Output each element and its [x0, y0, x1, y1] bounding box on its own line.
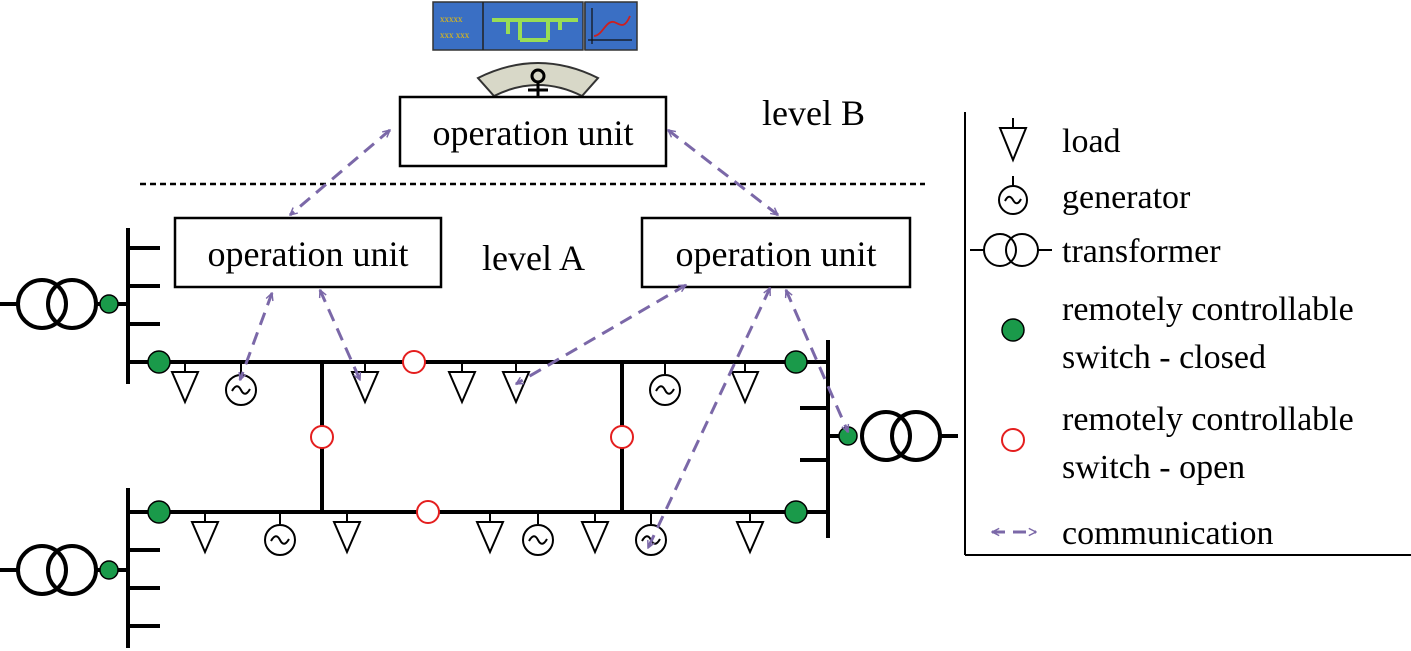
legend-switch-open-icon — [1001, 428, 1025, 452]
generator-icon — [264, 512, 296, 556]
legend-load-icon — [998, 118, 1028, 163]
load-icon — [735, 512, 765, 555]
operation-unit-level-a-left — [173, 216, 443, 289]
legend-generator-label: generator — [1062, 179, 1191, 216]
hmi-text-line2: xxx xxx — [440, 30, 470, 40]
load-icon — [501, 362, 531, 405]
network-lines — [105, 228, 848, 648]
generator-icon — [649, 362, 681, 406]
comm-link — [668, 128, 778, 217]
transformer-icon — [0, 278, 105, 330]
comm-link — [784, 290, 850, 432]
operation-unit-level-a-left-label: operation unit — [208, 234, 409, 274]
legend-transformer-label: transformer — [1062, 233, 1221, 270]
legend-switch-closed-icon — [1001, 318, 1025, 342]
operation-unit-level-b-label: operation unit — [433, 113, 634, 153]
operation-unit-level-a-right-label: operation unit — [676, 234, 877, 274]
legend-switch-closed-line2: switch - closed — [1062, 339, 1266, 376]
switch-open — [310, 425, 334, 449]
legend-switch-open-line2: switch - open — [1062, 449, 1245, 486]
operation-unit-level-b — [398, 95, 668, 168]
load-icon — [170, 362, 200, 405]
legend-transformer-icon — [970, 233, 1052, 267]
comm-link — [516, 283, 686, 386]
level-b-label: level B — [762, 93, 865, 133]
comm-link — [318, 290, 362, 380]
switch-closed — [147, 350, 171, 374]
switch-open — [402, 350, 426, 374]
switch-open — [416, 500, 440, 524]
legend-switch-open-line1: remotely controllable — [1062, 401, 1354, 438]
transformer-icon — [860, 410, 958, 462]
switch-closed — [147, 500, 171, 524]
hmi-monitor: xxxxx xxx xxx — [432, 1, 638, 51]
switch-closed — [99, 560, 119, 580]
switch-closed — [784, 350, 808, 374]
hmi-network-trace — [492, 18, 578, 42]
legend-generator-icon — [998, 176, 1028, 215]
level-a-label: level A — [482, 238, 585, 278]
comm-link — [646, 288, 772, 548]
legend-communication-label: communication — [1062, 515, 1274, 552]
load-icon — [475, 512, 505, 555]
switch-open — [610, 425, 634, 449]
legend-load-label: load — [1062, 123, 1121, 160]
comm-link — [290, 128, 390, 217]
operation-unit-level-a-right — [640, 216, 912, 289]
load-icon — [730, 362, 760, 405]
legend: load generator transformer remotely cont… — [964, 112, 1411, 556]
legend-switch-closed-line1: remotely controllable — [1062, 291, 1354, 328]
load-icon — [447, 362, 477, 405]
switch-closed — [99, 294, 119, 314]
generator-icon — [522, 512, 554, 556]
hmi-text-line1: xxxxx — [440, 14, 463, 24]
transformer-icon — [0, 544, 105, 596]
generator-icon — [225, 362, 257, 406]
load-icon — [332, 512, 362, 555]
load-icon — [190, 512, 220, 555]
comm-link — [240, 293, 272, 380]
hmi-chart — [588, 8, 632, 44]
operator-desk — [476, 62, 600, 98]
switch-closed — [784, 500, 808, 524]
load-icon — [580, 512, 610, 555]
communication-links — [240, 128, 850, 548]
generators — [225, 362, 681, 556]
